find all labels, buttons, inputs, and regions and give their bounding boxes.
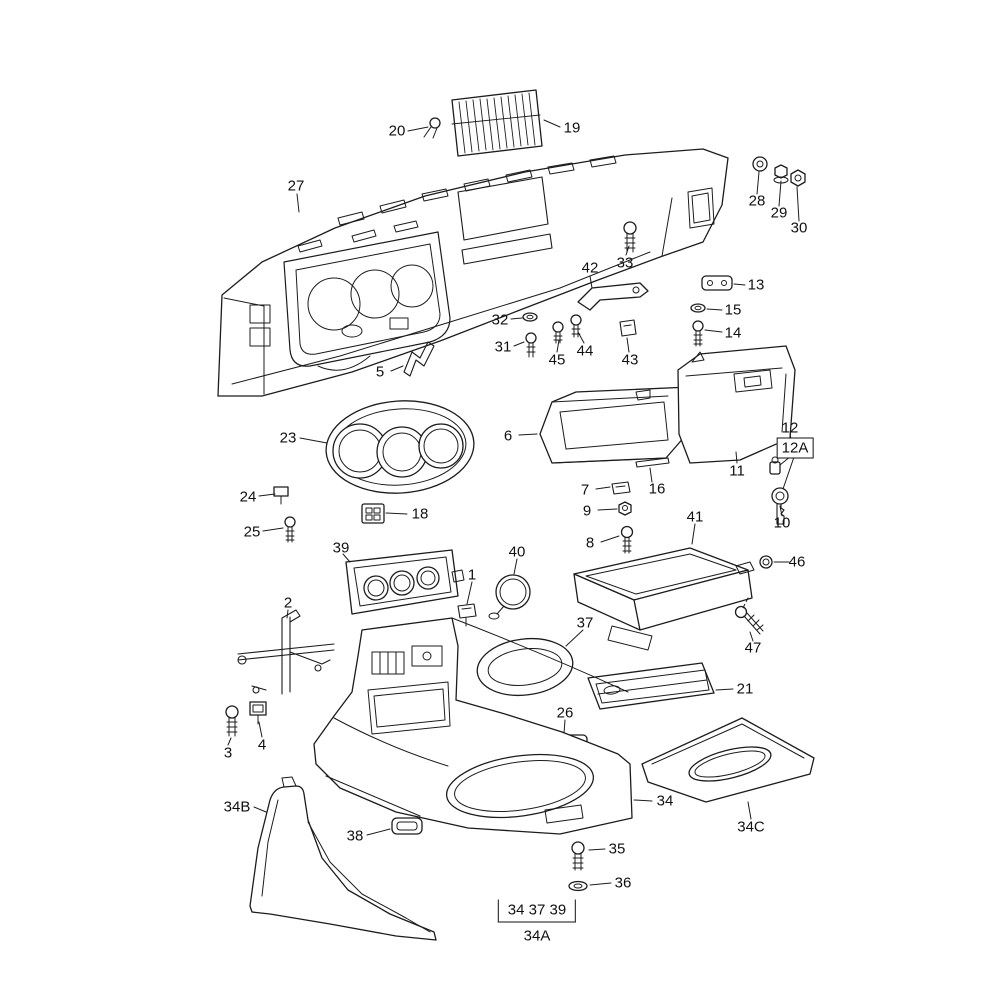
part-label-32: 32	[491, 311, 509, 329]
reference-group-numbers: 34 37 39	[497, 899, 577, 923]
part-label-11: 11	[729, 462, 745, 480]
part-label-28: 28	[748, 192, 766, 210]
part-34b-side-trim	[249, 776, 437, 941]
part-label-23: 23	[279, 429, 297, 447]
part-label-46: 46	[788, 553, 806, 571]
part-label-31: 31	[494, 338, 512, 356]
part-7-clip	[611, 481, 631, 495]
part-31-screw	[525, 332, 537, 358]
part-label-18: 18	[411, 505, 429, 523]
part-label-9: 9	[582, 502, 592, 520]
part-label-20: 20	[388, 122, 406, 140]
part-21-side-vent	[587, 662, 715, 710]
part-label-19: 19	[563, 119, 581, 137]
part-label-2: 2	[283, 594, 293, 612]
part-35-screw	[571, 841, 585, 871]
part-45-screw	[552, 321, 564, 344]
part-label-40: 40	[508, 543, 526, 561]
part-label-36: 36	[614, 874, 632, 892]
part-15-washer	[690, 303, 706, 313]
part-label-41: 41	[686, 508, 704, 526]
part-13-bracket	[701, 275, 733, 291]
part-label-16: 16	[648, 480, 666, 498]
part-28-ring	[752, 156, 768, 172]
part-label-47: 47	[744, 639, 762, 657]
part-23-gauge-openings	[332, 423, 464, 479]
part-label-34b: 34B	[223, 798, 251, 816]
part-label-27: 27	[287, 177, 305, 195]
part-43-clip	[619, 319, 637, 337]
part-20-clip	[423, 117, 441, 139]
part-label-24: 24	[239, 488, 257, 506]
part-12-latch	[769, 456, 781, 475]
part-8-screw	[620, 525, 634, 554]
part-label-12a: 12A	[776, 437, 814, 459]
part-10-lock-cylinder-key	[771, 487, 789, 525]
part-6-glovebox-housing	[539, 386, 693, 464]
part-3-screw	[225, 705, 239, 737]
part-label-10: 10	[773, 514, 791, 532]
leader-lines	[227, 119, 800, 886]
part-label-14: 14	[724, 324, 742, 342]
part-label-3: 3	[223, 744, 233, 762]
part-19-vent-grille	[451, 89, 543, 157]
part-32-washer	[522, 312, 538, 322]
part-47-screw	[734, 597, 764, 635]
part-label-45: 45	[548, 351, 566, 369]
part-label-5: 5	[375, 363, 385, 381]
part-label-34: 34	[656, 792, 674, 810]
part-label-43: 43	[621, 351, 639, 369]
part-42-bracket	[577, 282, 649, 311]
part-label-25: 25	[243, 523, 261, 541]
part-40-clock	[488, 574, 531, 620]
part-label-8: 8	[585, 534, 595, 552]
part-38-ashtray-insert	[391, 817, 423, 835]
part-1-clip	[457, 603, 477, 627]
part-18-switch	[361, 503, 385, 524]
reference-group-name: 34A	[523, 927, 551, 945]
part-25-screw	[284, 516, 296, 543]
part-34-center-console	[313, 617, 633, 835]
part-16-hinge-pin	[635, 457, 670, 468]
part-label-4: 4	[257, 736, 267, 754]
part-4-clip	[249, 701, 267, 725]
part-34c-rear-panel	[641, 717, 815, 803]
part-label-42: 42	[581, 259, 599, 277]
part-label-39: 39	[332, 539, 350, 557]
part-label-37: 37	[576, 614, 594, 632]
part-label-7: 7	[580, 481, 590, 499]
part-label-21: 21	[736, 680, 754, 698]
part-label-12: 12	[781, 419, 799, 437]
part-label-38: 38	[346, 827, 364, 845]
part-14-screw	[692, 320, 704, 347]
part-label-33: 33	[616, 254, 634, 272]
part-36-washer	[568, 880, 588, 892]
part-label-35: 35	[608, 840, 626, 858]
part-label-13: 13	[747, 276, 765, 294]
part-label-26: 26	[556, 704, 574, 722]
part-39-gauge-carrier	[345, 549, 465, 615]
part-label-29: 29	[770, 204, 788, 222]
part-27-dashboard	[217, 148, 729, 397]
part-24-clip	[273, 486, 289, 505]
part-46-knob	[759, 555, 773, 569]
part-2-support-bracket	[237, 609, 335, 695]
part-30-nut	[790, 169, 806, 187]
part-label-44: 44	[576, 342, 594, 360]
part-label-1: 1	[467, 566, 477, 584]
part-5-bracket	[403, 341, 435, 377]
part-label-6: 6	[503, 427, 513, 445]
part-9-nut	[618, 501, 632, 516]
part-33-screw	[623, 221, 637, 253]
part-label-34c: 34C	[737, 818, 765, 836]
part-label-30: 30	[790, 219, 808, 237]
part-44-screw	[570, 314, 582, 338]
part-41-storage-tray	[573, 547, 755, 651]
part-label-15: 15	[724, 301, 742, 319]
